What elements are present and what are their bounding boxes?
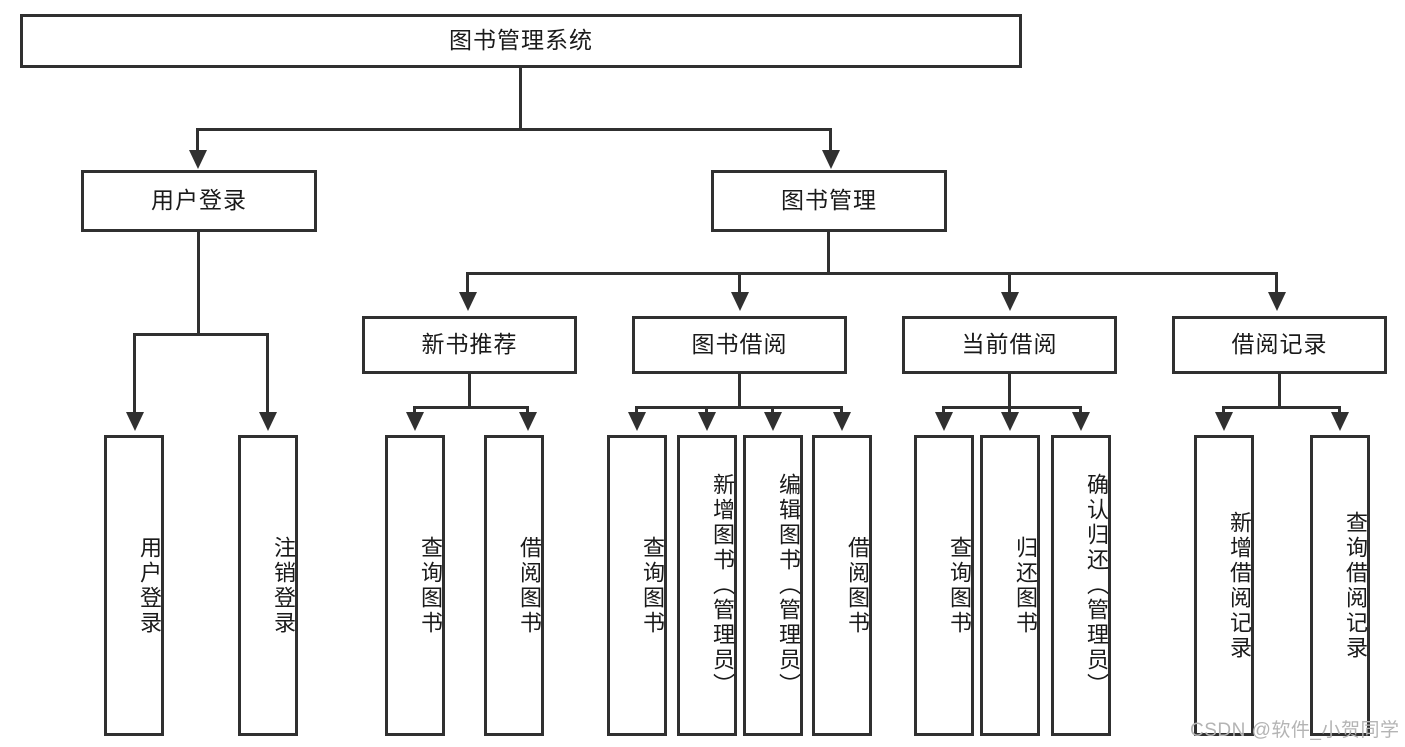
arrowhead-current-borrow-leaf-1 xyxy=(935,412,953,431)
node-root-book-management-system[interactable]: 图书管理系统 xyxy=(20,14,1022,68)
leaf-book-borrow-add-book-admin[interactable]: 新增图书（管理员） xyxy=(677,435,737,736)
connector-book-borrow-bus xyxy=(635,406,843,409)
node-user-login[interactable]: 用户登录 xyxy=(81,170,317,232)
connector-user-login-drop-2 xyxy=(266,333,269,415)
connector-new-book-stem xyxy=(468,374,471,408)
node-label: 新增借阅记录 xyxy=(1227,510,1252,661)
node-current-borrow[interactable]: 当前借阅 xyxy=(902,316,1117,374)
connector-borrow-record-bus xyxy=(1222,406,1341,409)
leaf-user-login-logout[interactable]: 注销登录 xyxy=(238,435,298,736)
arrowhead-bm-to-new-book-recommend xyxy=(459,292,477,311)
connector-root-stem xyxy=(519,68,522,130)
connector-current-borrow-stem xyxy=(1008,374,1011,408)
arrowhead-current-borrow-leaf-2 xyxy=(1001,412,1019,431)
node-label: 注销登录 xyxy=(271,535,296,636)
arrowhead-bm-to-borrow-record xyxy=(1268,292,1286,311)
arrowhead-current-borrow-leaf-3 xyxy=(1072,412,1090,431)
connector-user-login-bus xyxy=(133,333,269,336)
node-label: 编辑图书（管理员） xyxy=(776,473,801,698)
arrowhead-book-borrow-leaf-4 xyxy=(833,412,851,431)
connector-book-borrow-stem xyxy=(738,374,741,408)
connector-bm-drop-new-book xyxy=(466,272,469,296)
arrowhead-new-book-leaf-2 xyxy=(519,412,537,431)
node-label: 借阅图书 xyxy=(845,535,870,636)
connector-root-to-user-login xyxy=(196,128,199,154)
arrowhead-bm-to-current-borrow xyxy=(1001,292,1019,311)
node-label: 借阅记录 xyxy=(1231,331,1328,358)
node-label: 查询图书 xyxy=(947,535,972,636)
connector-book-management-stem xyxy=(827,232,830,274)
leaf-new-book-query-book[interactable]: 查询图书 xyxy=(385,435,445,736)
leaf-current-borrow-confirm-return-admin[interactable]: 确认归还（管理员） xyxy=(1051,435,1111,736)
connector-user-login-drop-1 xyxy=(133,333,136,415)
leaf-user-login-login[interactable]: 用户登录 xyxy=(104,435,164,736)
connector-book-management-bus xyxy=(466,272,1278,275)
arrowhead-borrow-record-leaf-1 xyxy=(1215,412,1233,431)
arrowhead-root-to-book-management xyxy=(822,150,840,169)
node-label: 图书管理系统 xyxy=(449,27,593,54)
connector-bm-drop-borrow-record xyxy=(1275,272,1278,296)
csdn-watermark: CSDN @软件_小贺同学 xyxy=(1190,720,1400,741)
node-label: 查询借阅记录 xyxy=(1343,510,1368,661)
node-label: 查询图书 xyxy=(640,535,665,636)
node-book-borrow[interactable]: 图书借阅 xyxy=(632,316,847,374)
node-label: 借阅图书 xyxy=(517,535,542,636)
node-label: 用户登录 xyxy=(151,187,247,214)
leaf-book-borrow-edit-book-admin[interactable]: 编辑图书（管理员） xyxy=(743,435,803,736)
connector-bm-drop-book-borrow xyxy=(738,272,741,296)
arrowhead-new-book-leaf-1 xyxy=(406,412,424,431)
node-label: 图书管理 xyxy=(781,187,877,214)
node-label: 确认归还（管理员） xyxy=(1084,473,1109,698)
arrowhead-bm-to-book-borrow xyxy=(731,292,749,311)
node-borrow-record[interactable]: 借阅记录 xyxy=(1172,316,1387,374)
leaf-borrow-record-query-record[interactable]: 查询借阅记录 xyxy=(1310,435,1370,736)
node-book-management[interactable]: 图书管理 xyxy=(711,170,947,232)
arrowhead-user-login-leaf-1 xyxy=(126,412,144,431)
leaf-book-borrow-borrow-book[interactable]: 借阅图书 xyxy=(812,435,872,736)
connector-bm-drop-current-borrow xyxy=(1008,272,1011,296)
arrowhead-book-borrow-leaf-2 xyxy=(698,412,716,431)
connector-new-book-bus xyxy=(413,406,529,409)
node-label: 用户登录 xyxy=(137,535,162,636)
node-label: 当前借阅 xyxy=(961,331,1058,358)
arrowhead-root-to-user-login xyxy=(189,150,207,169)
node-label: 新增图书（管理员） xyxy=(710,473,735,698)
arrowhead-user-login-leaf-2 xyxy=(259,412,277,431)
leaf-current-borrow-return-book[interactable]: 归还图书 xyxy=(980,435,1040,736)
connector-root-to-book-management xyxy=(829,128,832,154)
leaf-current-borrow-query-book[interactable]: 查询图书 xyxy=(914,435,974,736)
connector-borrow-record-stem xyxy=(1278,374,1281,408)
node-label: 新书推荐 xyxy=(421,331,518,358)
node-label: 图书借阅 xyxy=(691,331,788,358)
connector-current-borrow-bus xyxy=(942,406,1082,409)
arrowhead-book-borrow-leaf-3 xyxy=(764,412,782,431)
arrowhead-borrow-record-leaf-2 xyxy=(1331,412,1349,431)
node-new-book-recommend[interactable]: 新书推荐 xyxy=(362,316,577,374)
leaf-book-borrow-query-book[interactable]: 查询图书 xyxy=(607,435,667,736)
connector-user-login-stem xyxy=(197,232,200,335)
node-label: 归还图书 xyxy=(1013,535,1038,636)
connector-root-bus xyxy=(196,128,832,131)
leaf-new-book-borrow-book[interactable]: 借阅图书 xyxy=(484,435,544,736)
leaf-borrow-record-add-record[interactable]: 新增借阅记录 xyxy=(1194,435,1254,736)
node-label: 查询图书 xyxy=(418,535,443,636)
arrowhead-book-borrow-leaf-1 xyxy=(628,412,646,431)
